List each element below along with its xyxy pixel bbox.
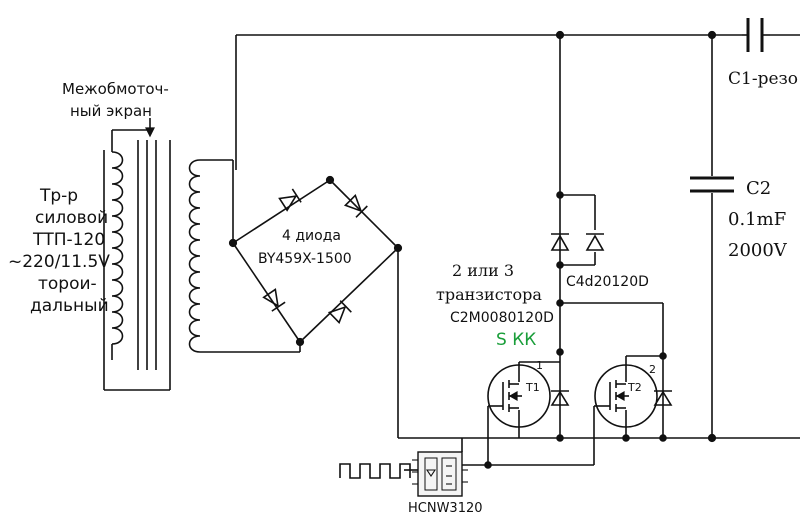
diodes-count-label: 4 диода — [282, 228, 341, 244]
sk-label: S КК — [496, 330, 537, 350]
c2-voltage-label: 2000V — [728, 240, 787, 261]
t1-label: T1 — [526, 381, 540, 394]
transformer-label-2: силовой — [35, 208, 109, 228]
diode-bridge — [228, 160, 403, 347]
capacitor-c2 — [690, 30, 734, 443]
diode-part-label: BY459X-1500 — [258, 251, 352, 267]
bridge-diode-4 — [327, 300, 352, 325]
t2-label: T2 — [628, 381, 642, 394]
transistor-part-label: C2M0080120D — [450, 310, 554, 326]
transistor-count-label: 2 или 3 — [452, 261, 515, 280]
transformer-symbol — [103, 118, 301, 391]
t1-number: 1 — [536, 359, 543, 372]
driver-label: HCNW3120 — [408, 501, 483, 516]
t2-number: 2 — [649, 363, 656, 376]
transformer-label-3: ТТП-120 — [33, 230, 106, 250]
c2-label: С2 — [746, 178, 772, 199]
sic-diode-label: C4d20120D — [566, 274, 649, 290]
transformer-label-4: ~220/11.5V — [8, 252, 110, 272]
primary-winding — [111, 151, 124, 345]
c2-value-label: 0.1mF — [728, 209, 787, 230]
c1-label: С1-резо — [728, 69, 799, 89]
secondary-winding — [188, 159, 201, 353]
sic-diode-pair — [550, 194, 605, 266]
transistor-t1 — [487, 352, 570, 448]
top-rail — [235, 34, 800, 170]
bridge-diode-2 — [343, 193, 368, 218]
bridge-diode-1 — [278, 188, 302, 212]
transformer-label-5: торои- — [38, 274, 97, 294]
screen-label-2: ный экран — [70, 102, 152, 120]
capacitor-c1 — [742, 18, 770, 52]
transistor-word-label: транзистора — [436, 285, 542, 304]
screen-label: Межобмоточ- — [62, 80, 169, 98]
pwm-waveform — [339, 463, 411, 479]
transformer-label-1: Тр-р — [40, 186, 79, 206]
bridge-diode-3 — [262, 288, 286, 312]
transistor-t2 — [560, 302, 673, 448]
transformer-label-6: дальный — [30, 296, 109, 316]
driver-chip — [412, 451, 468, 497]
